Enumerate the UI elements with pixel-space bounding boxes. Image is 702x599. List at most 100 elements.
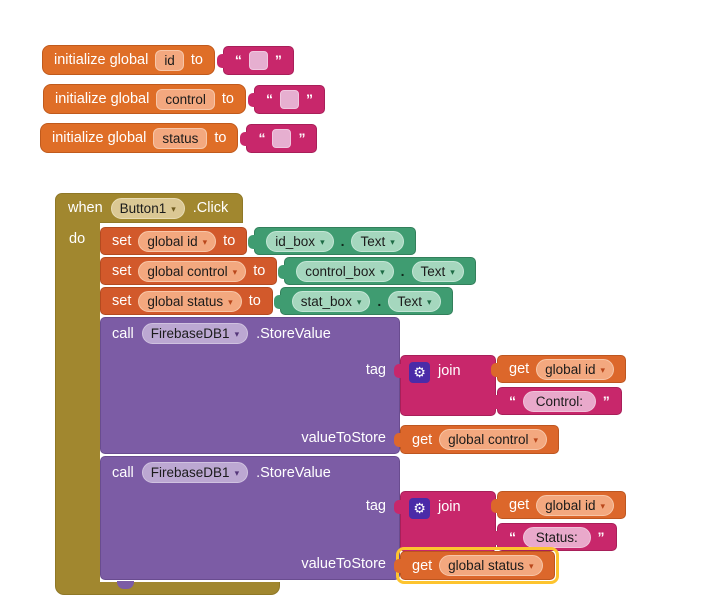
statement-connector-bump — [117, 581, 134, 589]
set-variable-block[interactable]: set global control ▾ to — [100, 257, 278, 285]
variable-name-field[interactable]: status — [153, 127, 208, 149]
open-quote: “ — [265, 91, 273, 107]
get-keyword: get — [412, 431, 433, 448]
variable-dropdown[interactable]: global id ▾ — [536, 494, 614, 516]
tag-attachment: ⚙ join get global id ▾ “ — [394, 491, 626, 552]
event-component-dropdown[interactable]: Button1 ▾ — [110, 197, 185, 219]
string-text-field[interactable] — [272, 128, 292, 148]
do-keyword: do — [69, 231, 86, 247]
get-global-id-block[interactable]: get global id ▾ — [491, 355, 626, 383]
set-keyword: set — [112, 263, 132, 279]
initialize-keyword: initialize global — [55, 91, 150, 107]
set-global-status-statement[interactable]: set global status ▾ to stat_box ▾ . Text… — [100, 287, 453, 315]
initialize-global-id-block[interactable]: initialize global id to “ ” — [42, 45, 294, 75]
close-quote: ” — [602, 393, 610, 409]
property-dropdown[interactable]: Text ▾ — [411, 260, 464, 282]
chevron-down-icon: ▾ — [533, 435, 539, 445]
join-block[interactable]: ⚙ join — [394, 491, 496, 552]
variable-declaration-block[interactable]: initialize global control to — [43, 84, 246, 114]
do-statements: set global id ▾ to id_box ▾ . Text ▾ — [100, 227, 626, 584]
chevron-down-icon: ▾ — [234, 329, 240, 339]
variable-dropdown[interactable]: global id ▾ — [536, 358, 614, 380]
set-global-control-statement[interactable]: set global control ▾ to control_box ▾ . … — [100, 257, 476, 285]
empty-string-block[interactable]: “ ” — [240, 123, 318, 153]
close-quote: ” — [597, 529, 605, 545]
join-arguments: get global id ▾ “ Control: ” — [491, 355, 626, 415]
valuetostore-attachment: get global control ▾ — [393, 425, 560, 454]
get-keyword: get — [412, 557, 433, 574]
when-event-block-footer — [55, 582, 280, 595]
text-string-block[interactable]: “ Control: ” — [491, 387, 622, 415]
event-name-label: .Click — [192, 200, 229, 216]
open-quote: “ — [258, 130, 266, 146]
get-keyword: get — [509, 361, 530, 377]
component-dropdown[interactable]: FirebaseDB1 ▾ — [141, 462, 249, 483]
call-keyword: call — [112, 464, 134, 481]
join-block[interactable]: ⚙ join — [394, 355, 496, 416]
property-dropdown[interactable]: Text ▾ — [351, 230, 404, 252]
to-keyword: to — [248, 293, 261, 309]
component-dropdown[interactable]: id_box ▾ — [266, 230, 334, 252]
close-quote: ” — [305, 91, 313, 107]
variable-name-field[interactable]: id — [155, 49, 184, 71]
initialize-keyword: initialize global — [54, 52, 149, 68]
property-dropdown[interactable]: Text ▾ — [388, 290, 441, 312]
variable-declaration-block[interactable]: initialize global id to — [42, 45, 215, 75]
component-property-getter-block[interactable]: stat_box ▾ . Text ▾ — [273, 287, 453, 315]
variable-dropdown[interactable]: global control ▾ — [138, 260, 247, 282]
variable-name-field[interactable]: control — [156, 88, 215, 110]
component-dropdown[interactable]: FirebaseDB1 ▾ — [141, 323, 249, 344]
get-global-status-block[interactable]: get global status ▾ — [394, 551, 555, 580]
empty-string-block[interactable]: “ ” — [247, 84, 325, 114]
mutator-gear-icon[interactable]: ⚙ — [409, 362, 430, 383]
to-keyword: to — [221, 91, 234, 107]
get-global-control-block[interactable]: get global control ▾ — [393, 425, 560, 454]
call-method-header: call FirebaseDB1 ▾ .StoreValue — [101, 318, 399, 344]
tag-arg-label: tag — [365, 362, 386, 378]
empty-string-block[interactable]: “ ” — [216, 45, 294, 75]
call-storevalue-block-2[interactable]: call FirebaseDB1 ▾ .StoreValue tag value… — [100, 456, 626, 584]
variable-dropdown[interactable]: global status ▾ — [138, 290, 242, 312]
get-keyword: get — [509, 497, 530, 513]
join-block-group[interactable]: ⚙ join get global id ▾ “ — [394, 355, 626, 416]
close-quote: ” — [274, 52, 282, 68]
to-keyword: to — [223, 233, 236, 249]
chevron-down-icon: ▾ — [234, 468, 240, 478]
variable-dropdown[interactable]: global status ▾ — [439, 555, 543, 576]
join-block-group[interactable]: ⚙ join get global id ▾ “ — [394, 491, 626, 552]
chevron-down-icon: ▾ — [600, 364, 605, 375]
dot-separator: . — [377, 293, 382, 309]
mutator-gear-icon[interactable]: ⚙ — [409, 498, 430, 519]
string-text-field[interactable]: Control: — [523, 390, 596, 412]
join-arguments: get global id ▾ “ Status: ” — [491, 491, 626, 551]
variable-declaration-block[interactable]: initialize global status to — [40, 123, 239, 153]
chevron-down-icon: ▾ — [320, 236, 325, 247]
when-event-block-header[interactable]: when Button1 ▾ .Click — [55, 193, 244, 223]
component-dropdown[interactable]: control_box ▾ — [296, 260, 394, 282]
component-property-getter-block[interactable]: control_box ▾ . Text ▾ — [278, 257, 476, 285]
chevron-down-icon: ▾ — [171, 203, 176, 214]
valuetostore-attachment: get global status ▾ — [394, 547, 559, 584]
initialize-global-control-block[interactable]: initialize global control to “ ” — [43, 84, 325, 114]
string-text-field[interactable] — [248, 50, 268, 70]
variable-dropdown[interactable]: global control ▾ — [439, 429, 548, 450]
when-event-block-body[interactable]: do — [55, 222, 100, 582]
component-dropdown[interactable]: stat_box ▾ — [291, 290, 371, 312]
set-variable-block[interactable]: set global id ▾ to — [100, 227, 248, 255]
variable-dropdown[interactable]: global id ▾ — [138, 230, 217, 252]
string-text-field[interactable]: Status: — [523, 526, 591, 548]
set-variable-block[interactable]: set global status ▾ to — [100, 287, 273, 315]
valuetostore-arg-label: valueToStore — [301, 556, 386, 572]
chevron-down-icon: ▾ — [380, 266, 385, 277]
open-quote: “ — [234, 52, 242, 68]
tag-arg-label: tag — [365, 498, 386, 514]
close-quote: ” — [298, 130, 306, 146]
call-storevalue-block-1[interactable]: call FirebaseDB1 ▾ .StoreValue tag value… — [100, 317, 626, 454]
get-global-id-block[interactable]: get global id ▾ — [491, 491, 626, 519]
set-global-id-statement[interactable]: set global id ▾ to id_box ▾ . Text ▾ — [100, 227, 416, 255]
string-text-field[interactable] — [279, 89, 299, 109]
dot-separator: . — [340, 233, 345, 249]
component-property-getter-block[interactable]: id_box ▾ . Text ▾ — [248, 227, 416, 255]
text-string-block[interactable]: “ Status: ” — [491, 523, 617, 551]
initialize-global-status-block[interactable]: initialize global status to “ ” — [40, 123, 318, 153]
